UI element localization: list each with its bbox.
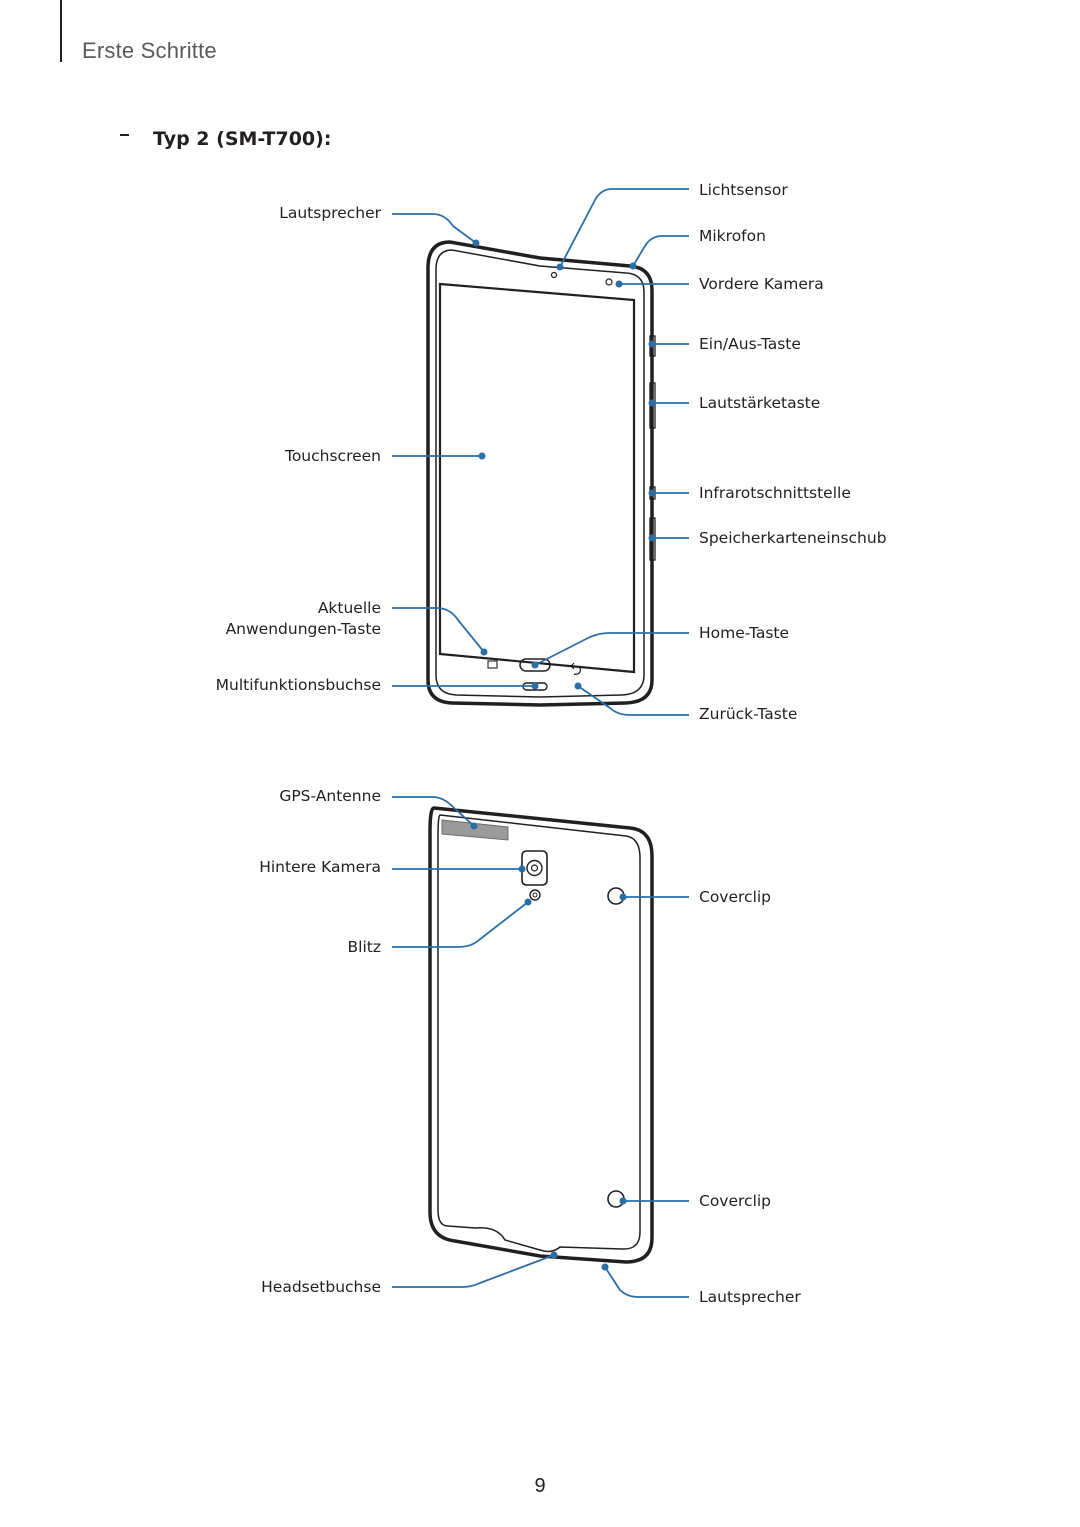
callout-dot-lautstaerke bbox=[648, 399, 656, 407]
subheading-dash bbox=[120, 134, 129, 136]
callout-line-mikrofon bbox=[632, 235, 689, 267]
header-rule bbox=[60, 0, 62, 62]
tablet-front-inner bbox=[435, 249, 645, 698]
callout-line-home bbox=[534, 632, 689, 666]
callout-dot-blitz bbox=[524, 898, 532, 906]
callout-dot-headsetbuchse bbox=[550, 1251, 558, 1259]
label-coverclip-bottom: Coverclip bbox=[699, 1192, 772, 1210]
back-icon bbox=[573, 665, 581, 675]
back-icon-head bbox=[570, 662, 575, 670]
callout-dot-lautsprecher-front bbox=[472, 239, 480, 247]
label-speicherkarteneinschub: Speicherkarteneinschub bbox=[699, 529, 887, 547]
page-number: 9 bbox=[534, 1475, 546, 1497]
callout-dot-infrarot bbox=[648, 489, 656, 497]
label-headsetbuchse: Headsetbuchse bbox=[261, 1278, 381, 1296]
label-hintere-kamera: Hintere Kamera bbox=[259, 858, 381, 876]
label-blitz: Blitz bbox=[347, 938, 381, 956]
callout-dot-coverclip-top bbox=[619, 893, 627, 901]
label-aktuelle-line1: Aktuelle bbox=[317, 599, 381, 617]
label-coverclip-top: Coverclip bbox=[699, 888, 772, 906]
tablet-front-outer bbox=[426, 240, 654, 707]
callout-dot-multifunktionsbuchse bbox=[531, 682, 539, 690]
rear-camera-lens-outer bbox=[526, 859, 543, 877]
tablet-back bbox=[428, 806, 654, 1264]
tablet-front bbox=[426, 240, 656, 707]
label-infrarotschnittstelle: Infrarotschnittstelle bbox=[699, 484, 851, 502]
callout-dot-lichtsensor bbox=[556, 263, 564, 271]
callout-dot-speicherkarte bbox=[648, 534, 656, 542]
callout-dots bbox=[470, 239, 656, 1271]
gps-antenna-area bbox=[441, 819, 509, 841]
label-ein-aus-taste: Ein/Aus-Taste bbox=[699, 335, 801, 353]
label-home-taste: Home-Taste bbox=[699, 624, 790, 642]
label-aktuelle-line2: Anwendungen-Taste bbox=[225, 620, 381, 638]
label-lautsprecher-back: Lautsprecher bbox=[699, 1288, 801, 1306]
callout-dot-hintere-kamera bbox=[518, 865, 526, 873]
label-lautsprecher-front: Lautsprecher bbox=[279, 204, 381, 222]
callout-lines bbox=[392, 188, 689, 1298]
type-heading: Typ 2 (SM-T700): bbox=[153, 128, 332, 150]
callout-line-headsetbuchse bbox=[392, 1254, 555, 1288]
callout-line-blitz bbox=[392, 901, 529, 948]
callout-dot-coverclip-bottom bbox=[619, 1197, 627, 1205]
callout-line-lautsprecher-back bbox=[604, 1266, 689, 1298]
light-sensor-dot bbox=[550, 271, 558, 279]
front-camera-lens bbox=[605, 278, 613, 286]
callout-dot-lautsprecher-back bbox=[601, 1263, 609, 1271]
flash-outer bbox=[529, 889, 541, 901]
callout-dot-vordere-kamera bbox=[615, 280, 623, 288]
callout-dot-zurueck bbox=[574, 682, 582, 690]
label-multifunktionsbuchse: Multifunktionsbuchse bbox=[215, 676, 381, 694]
recents-icon bbox=[487, 660, 498, 669]
label-mikrofon: Mikrofon bbox=[699, 227, 766, 245]
callout-line-zurueck bbox=[577, 685, 689, 716]
tablet-back-inner bbox=[437, 814, 641, 1253]
callout-line-gps bbox=[392, 796, 475, 827]
callout-dot-gps bbox=[470, 822, 478, 830]
home-button bbox=[519, 658, 551, 672]
flash-inner bbox=[532, 892, 538, 898]
callout-dot-home bbox=[531, 661, 539, 669]
callout-line-aktuelle bbox=[392, 607, 485, 653]
label-vordere-kamera: Vordere Kamera bbox=[699, 275, 824, 293]
rear-camera-lens-inner bbox=[530, 864, 539, 872]
label-lautstaerketaste: Lautstärketaste bbox=[699, 394, 821, 412]
label-touchscreen: Touchscreen bbox=[284, 447, 381, 465]
callout-dot-ein-aus bbox=[648, 340, 656, 348]
label-gps-antenne: GPS-Antenne bbox=[279, 787, 381, 805]
callout-dot-aktuelle bbox=[480, 648, 488, 656]
callout-dot-mikrofon bbox=[629, 262, 637, 270]
callout-line-lichtsensor bbox=[559, 188, 689, 268]
section-title: Erste Schritte bbox=[82, 38, 217, 63]
callout-line-lautsprecher-front bbox=[392, 213, 477, 244]
rear-camera-housing bbox=[521, 850, 548, 886]
tablet-back-outer bbox=[428, 806, 654, 1264]
label-zurueck-taste: Zurück-Taste bbox=[699, 705, 798, 723]
label-lichtsensor: Lichtsensor bbox=[699, 181, 788, 199]
tablet-screen bbox=[438, 282, 636, 674]
callout-dot-touchscreen bbox=[478, 452, 486, 460]
